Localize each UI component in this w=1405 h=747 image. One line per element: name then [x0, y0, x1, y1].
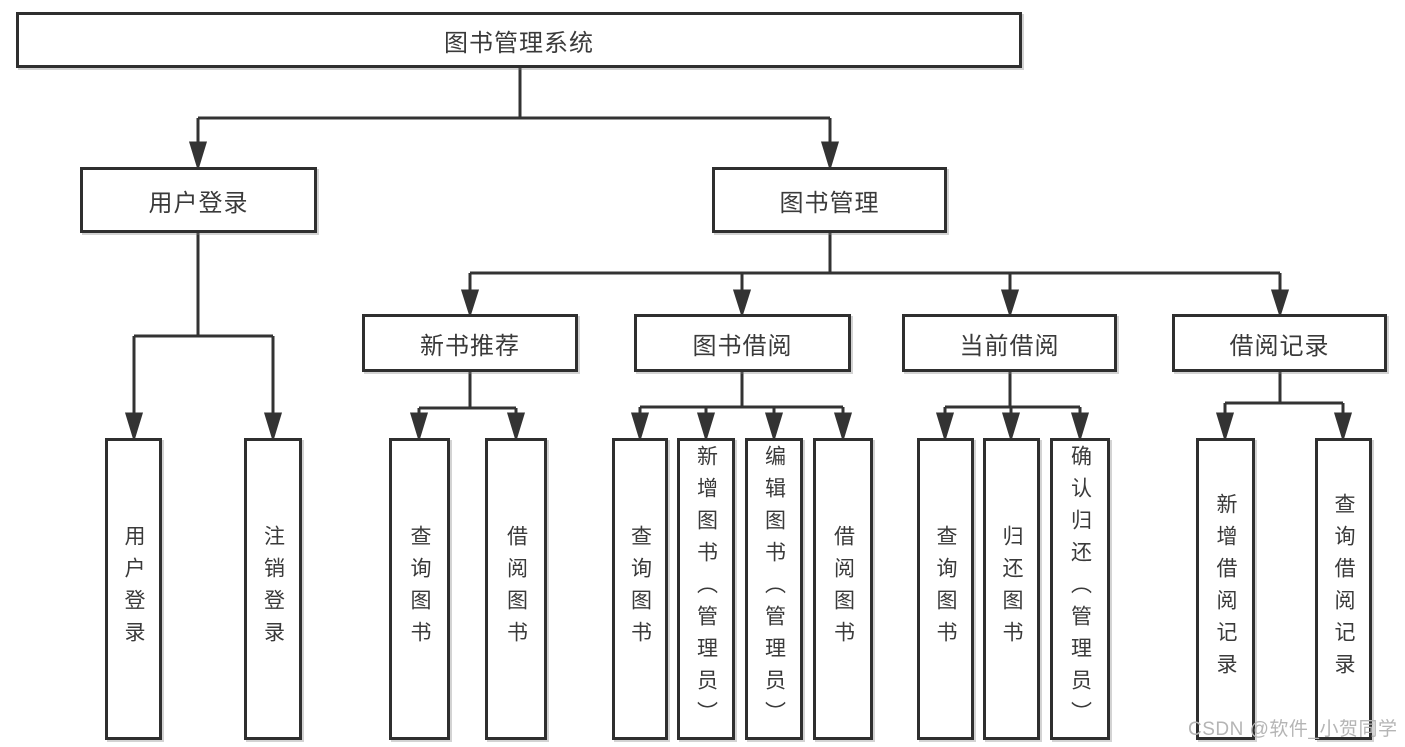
leaf-query-books-2-label: 查询图书: [628, 525, 652, 653]
leaf-borrow-books-2: 借阅图书: [813, 438, 873, 740]
leaf-logout: 注销登录: [244, 438, 302, 740]
leaf-query-books-1-label: 查询图书: [408, 525, 431, 653]
leaf-add-books-admin: 新增图书（管理员）: [677, 438, 735, 740]
leaf-borrow-books-1: 借阅图书: [485, 438, 547, 740]
leaf-edit-books-admin: 编辑图书（管理员）: [745, 438, 803, 740]
leaf-return-books-label: 归还图书: [1000, 525, 1023, 653]
node-current-borrowing-label: 当前借阅: [959, 332, 1060, 360]
leaf-add-borrow-record: 新增借阅记录: [1196, 438, 1255, 740]
leaf-query-borrow-record-label: 查询借阅记录: [1332, 493, 1355, 685]
csdn-watermark: CSDN @软件_小贺同学: [1188, 719, 1398, 740]
node-library-system-label: 图书管理系统: [444, 29, 594, 57]
leaf-query-books-3: 查询图书: [917, 438, 974, 740]
leaf-query-books-1: 查询图书: [389, 438, 450, 740]
leaf-query-books-2: 查询图书: [612, 438, 668, 740]
leaf-user-login: 用户登录: [105, 438, 162, 740]
node-library-system: 图书管理系统: [16, 12, 1022, 68]
leaf-edit-books-admin-label: 编辑图书（管理员）: [762, 445, 786, 733]
leaf-user-login-label: 用户登录: [122, 525, 145, 653]
node-book-management-label: 图书管理: [779, 189, 880, 217]
node-book-management: 图书管理: [712, 167, 947, 233]
node-user-login: 用户登录: [80, 167, 317, 233]
node-new-book-recommend-label: 新书推荐: [420, 332, 520, 360]
leaf-confirm-return-admin: 确认归还（管理员）: [1050, 438, 1110, 740]
leaf-query-borrow-record: 查询借阅记录: [1315, 438, 1372, 740]
node-borrow-records: 借阅记录: [1172, 314, 1387, 372]
leaf-add-borrow-record-label: 新增借阅记录: [1214, 493, 1237, 685]
node-new-book-recommend: 新书推荐: [362, 314, 578, 372]
node-current-borrowing: 当前借阅: [902, 314, 1117, 372]
leaf-borrow-books-1-label: 借阅图书: [504, 525, 528, 653]
node-book-borrowing-label: 图书借阅: [692, 332, 793, 360]
leaf-query-books-3-label: 查询图书: [934, 525, 957, 653]
leaf-return-books: 归还图书: [983, 438, 1040, 740]
node-user-login-label: 用户登录: [148, 189, 249, 217]
leaf-borrow-books-2-label: 借阅图书: [831, 525, 855, 653]
node-book-borrowing: 图书借阅: [634, 314, 851, 372]
leaf-logout-label: 注销登录: [261, 525, 285, 653]
leaf-confirm-return-admin-label: 确认归还（管理员）: [1068, 445, 1092, 733]
node-borrow-records-label: 借阅记录: [1229, 332, 1330, 360]
leaf-add-books-admin-label: 新增图书（管理员）: [694, 445, 718, 733]
